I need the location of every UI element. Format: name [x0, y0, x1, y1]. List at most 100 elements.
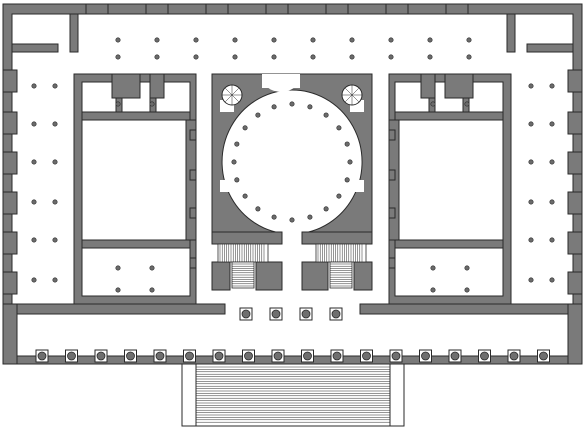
- pier: [448, 349, 462, 363]
- pier: [65, 349, 78, 363]
- column: [271, 104, 277, 110]
- column: [549, 237, 555, 243]
- column: [271, 54, 277, 60]
- column: [271, 214, 277, 220]
- pier: [271, 349, 285, 363]
- column: [307, 104, 313, 110]
- column: [347, 159, 353, 165]
- column: [154, 37, 160, 43]
- stair-right: [315, 243, 367, 263]
- column: [528, 121, 534, 127]
- column: [115, 101, 121, 107]
- column: [388, 37, 394, 43]
- right-wing-walls: [388, 73, 512, 305]
- column: [549, 159, 555, 165]
- stair-left-lower: [231, 261, 255, 289]
- column: [430, 287, 436, 293]
- column: [115, 287, 121, 293]
- column: [528, 159, 534, 165]
- stair-blocks: [211, 231, 373, 291]
- pier: [35, 349, 49, 363]
- pier: [242, 349, 255, 363]
- column: [255, 206, 261, 212]
- pier: [239, 307, 253, 321]
- pier: [299, 307, 313, 321]
- column: [52, 83, 58, 89]
- column: [289, 101, 295, 107]
- portico-piers: [35, 307, 550, 363]
- column: [430, 265, 436, 271]
- column: [231, 159, 237, 165]
- pier: [389, 349, 403, 363]
- pier: [94, 349, 108, 363]
- column: [336, 125, 342, 131]
- pier: [360, 349, 373, 363]
- column: [464, 101, 470, 107]
- column: [52, 277, 58, 283]
- column: [549, 199, 555, 205]
- column: [234, 177, 240, 183]
- pier: [124, 349, 137, 363]
- pier: [153, 349, 167, 363]
- outer-walls: [2, 3, 583, 365]
- pier: [478, 349, 491, 363]
- column: [271, 37, 277, 43]
- column: [255, 112, 261, 118]
- pier: [537, 349, 550, 363]
- column: [388, 54, 394, 60]
- column: [31, 277, 37, 283]
- column: [52, 121, 58, 127]
- column: [193, 54, 199, 60]
- pier: [329, 307, 343, 321]
- column: [464, 265, 470, 271]
- column: [466, 37, 472, 43]
- column: [31, 159, 37, 165]
- stair-left: [217, 243, 269, 263]
- column: [344, 177, 350, 183]
- column: [149, 265, 155, 271]
- column: [115, 37, 121, 43]
- column: [193, 37, 199, 43]
- column: [349, 54, 355, 60]
- column: [528, 237, 534, 243]
- column: [234, 141, 240, 147]
- column: [549, 121, 555, 127]
- pier: [269, 307, 283, 321]
- column: [149, 101, 155, 107]
- left-wing-walls: [73, 73, 197, 305]
- pier: [183, 349, 196, 363]
- column: [149, 287, 155, 293]
- column: [31, 121, 37, 127]
- column: [466, 54, 472, 60]
- column: [289, 217, 295, 223]
- column: [430, 101, 436, 107]
- column: [31, 237, 37, 243]
- column: [242, 193, 248, 199]
- column: [31, 199, 37, 205]
- column: [232, 37, 238, 43]
- column: [528, 83, 534, 89]
- column: [154, 54, 160, 60]
- column: [528, 199, 534, 205]
- column: [115, 54, 121, 60]
- central-rotunda: [211, 73, 373, 244]
- column: [464, 287, 470, 293]
- column: [115, 265, 121, 271]
- column: [427, 37, 433, 43]
- column: [323, 206, 329, 212]
- stair-right-lower: [329, 261, 353, 289]
- column: [52, 159, 58, 165]
- column: [549, 83, 555, 89]
- column: [336, 193, 342, 199]
- column: [232, 54, 238, 60]
- pier: [212, 349, 226, 363]
- column: [310, 54, 316, 60]
- column: [52, 199, 58, 205]
- column: [307, 214, 313, 220]
- column: [528, 277, 534, 283]
- column: [349, 37, 355, 43]
- columns: [31, 37, 555, 293]
- column: [31, 83, 37, 89]
- pier: [507, 349, 521, 363]
